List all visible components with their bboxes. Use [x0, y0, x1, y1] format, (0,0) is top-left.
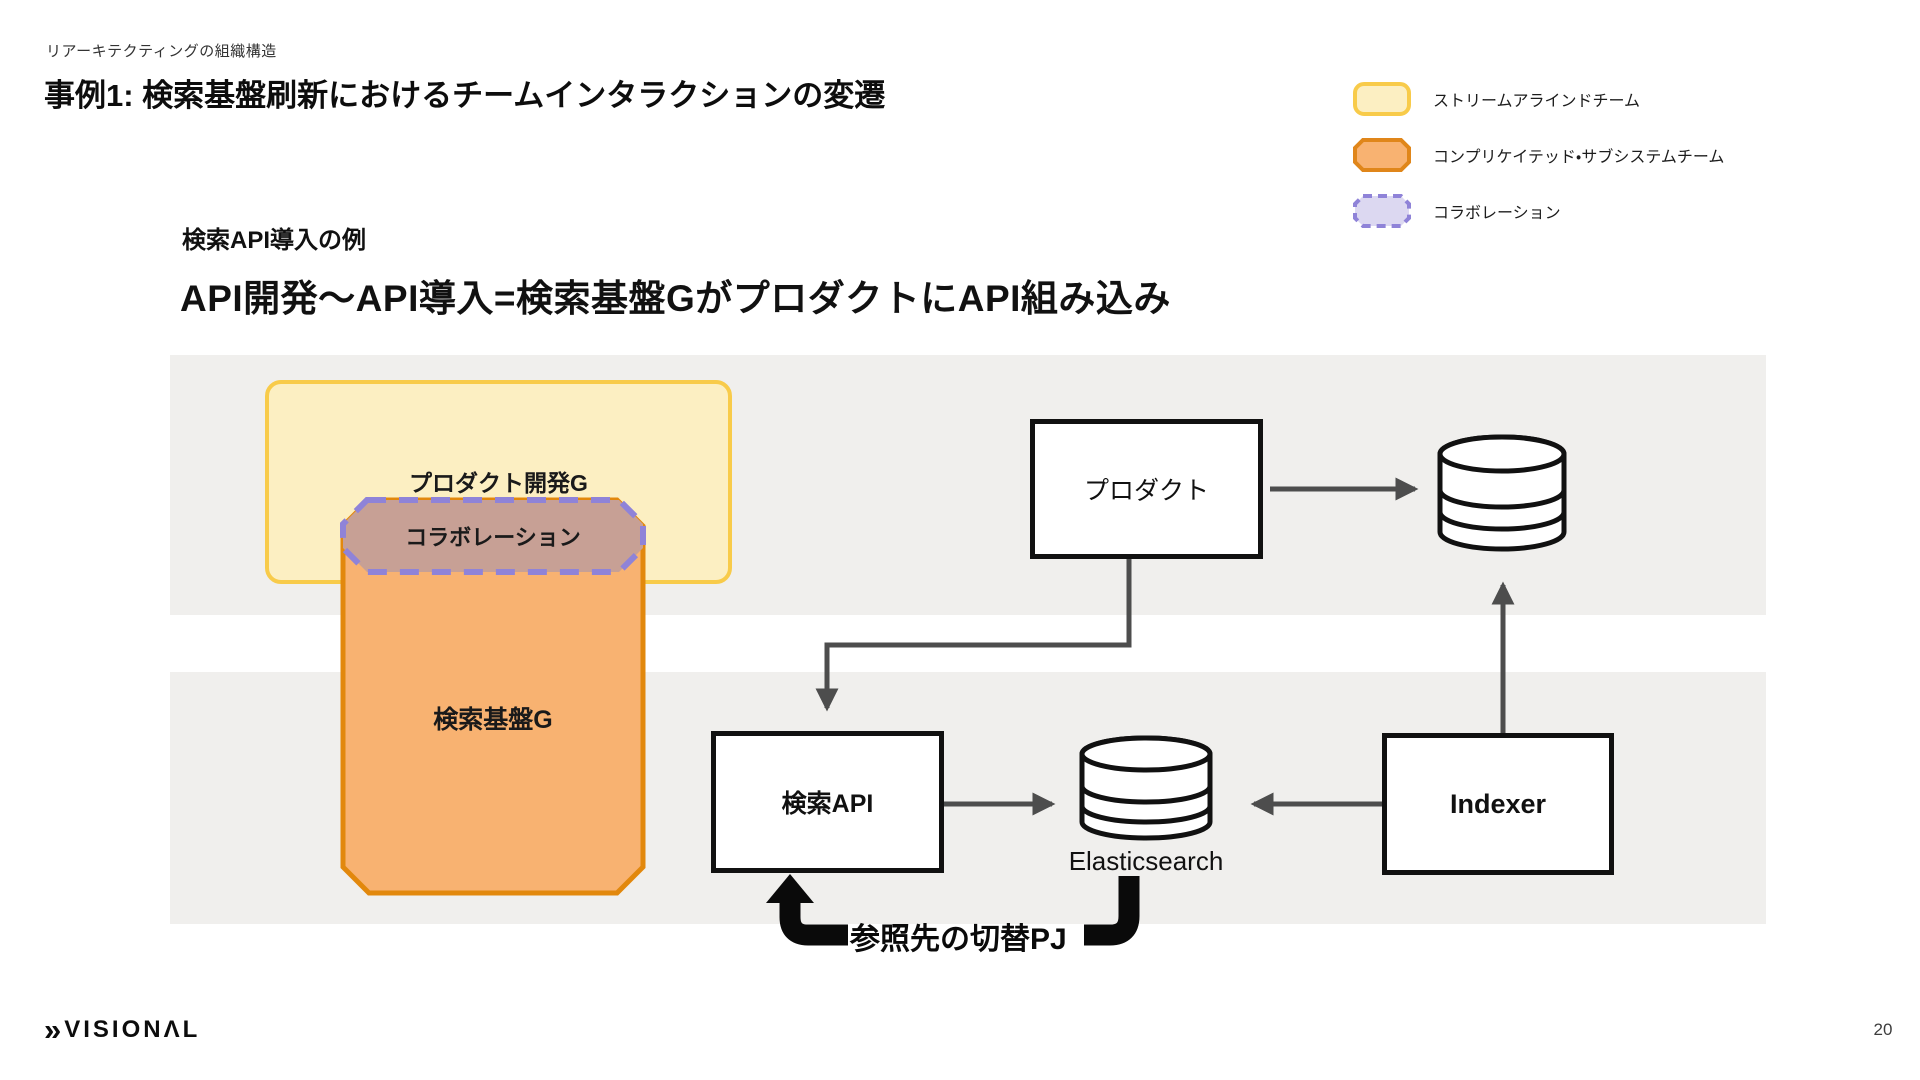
search-api-node: 検索API — [711, 731, 944, 873]
page-title: 事例1: 検索基盤刷新におけるチームインタラクションの変遷 — [44, 78, 886, 113]
product-node-label: プロダクト — [1083, 477, 1209, 505]
logo-wordmark: VISIONΛL — [64, 1015, 201, 1043]
search-api-node-label: 検索API — [781, 790, 874, 818]
legend-item-complicated-subsystem: コンプリケイテッド・サブシステムチーム — [1353, 138, 1724, 172]
product-node: プロダクト — [1030, 419, 1263, 559]
legend-item-collaboration: コラボレーション — [1353, 194, 1561, 228]
complicated-subsystem-swatch-icon — [1353, 138, 1411, 172]
legend-item-stream-aligned: ストリームアラインドチーム — [1353, 82, 1640, 116]
indexer-node: Indexer — [1382, 733, 1614, 875]
stream-aligned-swatch-shape — [1353, 82, 1411, 116]
logo-chevron-icon: » — [44, 1012, 61, 1047]
product-dev-group-label: プロダクト開発G — [409, 470, 588, 496]
page-number: 20 — [1873, 1020, 1893, 1039]
visional-logo: » VISIONΛL — [44, 1014, 200, 1045]
main-heading: API開発〜API導入=検索基盤GがプロダクトにAPI組み込み — [180, 278, 1171, 319]
eyebrow-text: リアーキテクティングの組織構造 — [46, 43, 277, 60]
indexer-node-label: Indexer — [1449, 788, 1547, 819]
collaboration-swatch-shape — [1353, 194, 1411, 228]
collaboration-label: コラボレーション — [405, 525, 581, 550]
legend-label: コラボレーション — [1433, 205, 1561, 222]
legend-label: ストリームアラインドチーム — [1433, 93, 1641, 110]
stream-aligned-swatch-icon — [1353, 82, 1411, 116]
legend-label: コンプリケイテッド・サブシステムチーム — [1433, 149, 1725, 166]
collaboration-swatch-icon — [1353, 194, 1411, 228]
elasticsearch-label: Elasticsearch — [1068, 846, 1224, 876]
annotation-text: 参照先の切替PJ — [850, 923, 1067, 956]
search-platform-group-label: 検索基盤G — [433, 706, 553, 734]
complicated-subsystem-swatch-shape — [1353, 138, 1411, 172]
example-subtitle: 検索API導入の例 — [182, 227, 367, 254]
